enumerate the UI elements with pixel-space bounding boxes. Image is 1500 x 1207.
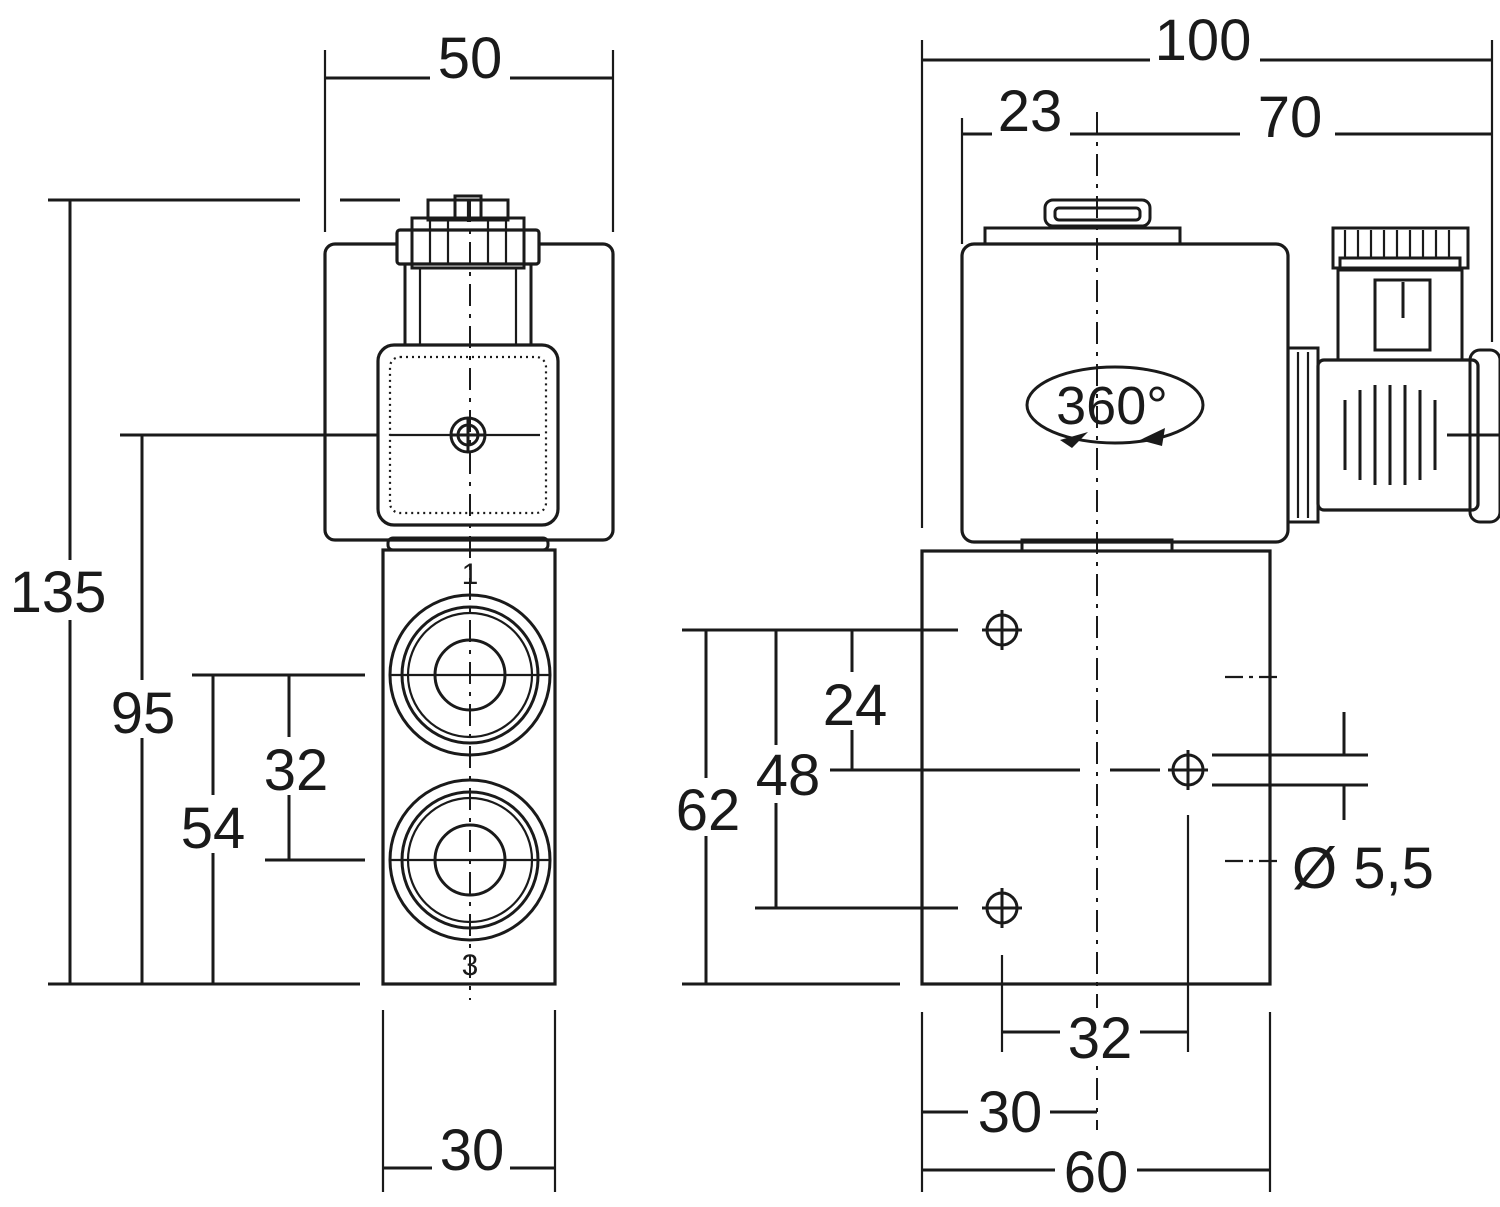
dim-23-70: 23 70 [960,79,1492,244]
dim-50: 50 [323,26,615,232]
dim-54: 54 [176,673,365,984]
front-view: 1 3 50 135 95 [5,26,615,1192]
svg-text:32: 32 [1068,1006,1133,1071]
side-connector-body [1316,348,1500,524]
dim-32-side: 32 [1000,815,1190,1071]
svg-text:135: 135 [10,560,107,625]
dim-30-front: 30 [381,1010,557,1192]
svg-text:Ø 5,5: Ø 5,5 [1292,836,1434,901]
mounting-hole-middle [1168,750,1208,790]
mounting-hole-top [982,610,1022,650]
svg-text:54: 54 [181,796,246,861]
rotation-360-icon: 360° [1025,365,1205,448]
svg-text:30: 30 [440,1118,505,1183]
front-top-nut [395,194,541,356]
svg-text:95: 95 [111,681,176,746]
mounting-hole-bottom [982,888,1022,928]
dim-32-front: 32 [255,675,365,862]
dim-135: 135 [5,200,115,984]
side-connector-nut [1331,226,1470,362]
dim-hole-diameter: Ø 5,5 [1212,712,1434,901]
dim-60: 60 [920,1012,1272,1205]
svg-text:360°: 360° [1056,376,1168,436]
svg-text:70: 70 [1258,85,1323,150]
svg-text:30: 30 [978,1080,1043,1145]
dim-24: 24 [815,630,895,770]
side-coil-cap [983,198,1182,246]
svg-text:48: 48 [756,743,821,808]
dim-62: 62 [668,630,748,984]
svg-text:50: 50 [438,26,503,91]
dim-95: 95 [105,433,378,984]
port-label-1: 1 [462,558,479,591]
svg-text:60: 60 [1064,1140,1129,1205]
svg-text:62: 62 [676,778,741,843]
svg-text:100: 100 [1155,8,1252,73]
dim-100: 100 [920,8,1494,528]
side-connector-collar [1286,346,1320,524]
svg-text:24: 24 [823,673,888,738]
front-connector-plug [376,343,560,527]
svg-text:32: 32 [264,738,329,803]
dim-48: 48 [748,630,828,908]
svg-text:23: 23 [998,79,1063,144]
side-view: 360° [668,8,1500,1205]
dim-30-side: 30 [922,1080,1097,1145]
